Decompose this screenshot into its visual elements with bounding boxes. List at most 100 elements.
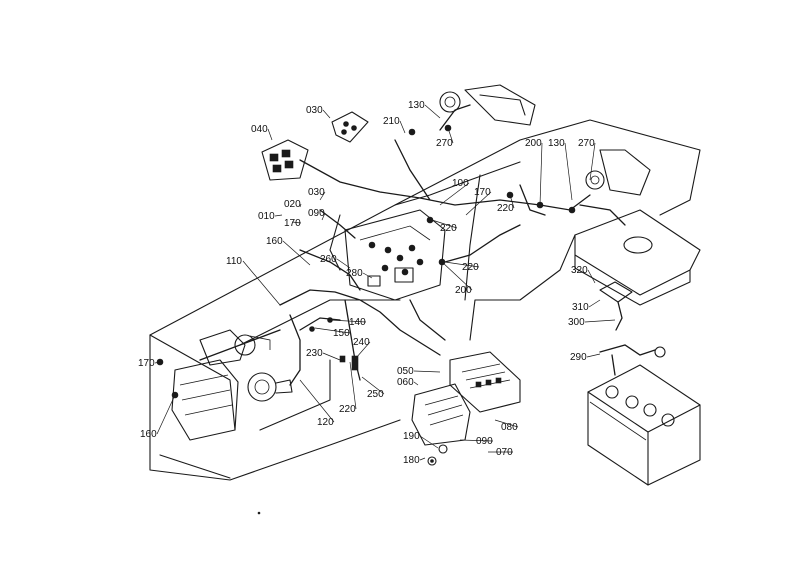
callout-c100: 100 bbox=[452, 178, 469, 189]
leader-line-c140 bbox=[329, 319, 367, 323]
callout-c160a: 160 bbox=[266, 236, 283, 247]
switch-030 bbox=[331, 111, 369, 143]
leader-line-c250 bbox=[361, 376, 385, 395]
leader-line-c120 bbox=[299, 379, 335, 423]
callout-c170a: 170 bbox=[284, 218, 301, 229]
callout-c220a: 220 bbox=[440, 223, 457, 234]
callout-c220d: 220 bbox=[339, 404, 356, 415]
callout-c190: 190 bbox=[403, 431, 420, 442]
wire-connectors bbox=[156, 124, 576, 399]
callout-c170c: 170 bbox=[138, 358, 155, 369]
leader-line-c150 bbox=[314, 327, 351, 334]
callout-c220b: 220 bbox=[497, 203, 514, 214]
callout-c110: 110 bbox=[226, 256, 242, 267]
callout-c030a: 030 bbox=[308, 187, 325, 198]
callout-c170b: 170 bbox=[474, 187, 491, 198]
leader-line-c230 bbox=[322, 352, 341, 361]
leader-line-c220a bbox=[431, 219, 458, 229]
leader-line-c240 bbox=[355, 341, 371, 359]
callout-c310: 310 bbox=[572, 302, 589, 313]
callout-c240: 240 bbox=[353, 337, 370, 348]
callout-c230: 230 bbox=[306, 348, 323, 359]
connector-cluster bbox=[344, 209, 446, 301]
callout-c090a: 090 bbox=[308, 208, 325, 219]
fuse-box bbox=[449, 351, 521, 413]
leader-line-c220c bbox=[444, 261, 480, 268]
callout-c040: 040 bbox=[251, 124, 268, 135]
callout-labels: 0100200300300400500600700800900901001101… bbox=[138, 100, 616, 466]
leader-line-c190 bbox=[419, 435, 439, 449]
leader-line-c130a bbox=[424, 104, 441, 119]
callout-c080: 080 bbox=[501, 422, 518, 433]
callout-c180: 180 bbox=[403, 455, 420, 466]
battery bbox=[587, 364, 701, 486]
callout-c260: 260 bbox=[320, 254, 337, 265]
leader-line-c170c bbox=[154, 361, 161, 364]
callout-c300: 300 bbox=[568, 317, 585, 328]
leader-line-c160a bbox=[282, 240, 311, 266]
callout-c050: 050 bbox=[397, 366, 414, 377]
callout-c290: 290 bbox=[570, 352, 587, 363]
leader-line-c300 bbox=[584, 319, 616, 323]
stray-mark bbox=[257, 511, 261, 515]
leader-line-c160b bbox=[156, 394, 176, 435]
callout-c200a: 200 bbox=[525, 138, 542, 149]
callout-c130a: 130 bbox=[408, 100, 425, 111]
leader-line-c320 bbox=[587, 269, 596, 284]
leader-line-c130b bbox=[564, 142, 573, 201]
leader-line-c020 bbox=[299, 203, 302, 208]
relay-box-090 bbox=[411, 383, 471, 446]
callout-c150: 150 bbox=[333, 328, 350, 339]
callout-c280: 280 bbox=[346, 268, 363, 279]
callout-c120: 120 bbox=[317, 417, 334, 428]
alternator bbox=[247, 372, 293, 402]
leader-line-c270b bbox=[589, 142, 596, 181]
callout-c130b: 130 bbox=[548, 138, 565, 149]
callout-c020: 020 bbox=[284, 199, 301, 210]
callout-c010: 010 bbox=[258, 211, 275, 222]
callout-c220c: 220 bbox=[462, 262, 479, 273]
leader-line-c180 bbox=[419, 457, 426, 461]
callout-c320: 320 bbox=[571, 265, 588, 276]
leader-line-c090b bbox=[459, 439, 494, 442]
leader-line-c220d bbox=[349, 361, 357, 410]
callout-c250: 250 bbox=[367, 389, 384, 400]
leader-line-c080 bbox=[494, 419, 519, 428]
leader-line-c280 bbox=[362, 272, 373, 279]
leader-line-c260 bbox=[336, 258, 351, 269]
callout-c160b: 160 bbox=[140, 429, 157, 440]
leader-line-c050 bbox=[413, 370, 441, 373]
leader-line-c010 bbox=[274, 214, 283, 217]
tractor-body bbox=[149, 119, 701, 481]
callout-c090b: 090 bbox=[476, 436, 493, 447]
leader-line-c200a bbox=[539, 142, 543, 206]
callout-c270a: 270 bbox=[436, 138, 453, 149]
switch-040 bbox=[261, 139, 309, 181]
leader-line-c210 bbox=[399, 120, 406, 134]
bolts-180-190 bbox=[427, 444, 448, 466]
leader-line-c170b bbox=[465, 191, 492, 216]
leader-line-c030a bbox=[319, 191, 326, 201]
callout-c270b: 270 bbox=[578, 138, 595, 149]
engine-block-front bbox=[171, 359, 239, 441]
leader-line-c170a bbox=[291, 221, 302, 224]
leader-line-c290 bbox=[586, 353, 601, 358]
callout-c200b: 200 bbox=[455, 285, 472, 296]
starter-motor bbox=[199, 329, 271, 366]
leader-line-c310 bbox=[588, 299, 601, 308]
battery-cable bbox=[599, 281, 666, 376]
callout-c070: 070 bbox=[496, 447, 513, 458]
callout-c140: 140 bbox=[349, 317, 366, 328]
leader-line-c110 bbox=[242, 260, 281, 306]
leader-line-c060 bbox=[413, 381, 419, 386]
leader-line-c270a bbox=[447, 127, 454, 144]
leader-line-c220b bbox=[509, 194, 515, 209]
leader-line-c040 bbox=[267, 128, 273, 141]
callout-c210: 210 bbox=[383, 116, 400, 127]
leader-line-c030b bbox=[322, 109, 331, 119]
leader-line-c100 bbox=[439, 182, 470, 206]
callout-c060: 060 bbox=[397, 377, 414, 388]
headlight-assembly-front bbox=[439, 84, 536, 126]
headlight-assembly-right bbox=[585, 149, 651, 196]
